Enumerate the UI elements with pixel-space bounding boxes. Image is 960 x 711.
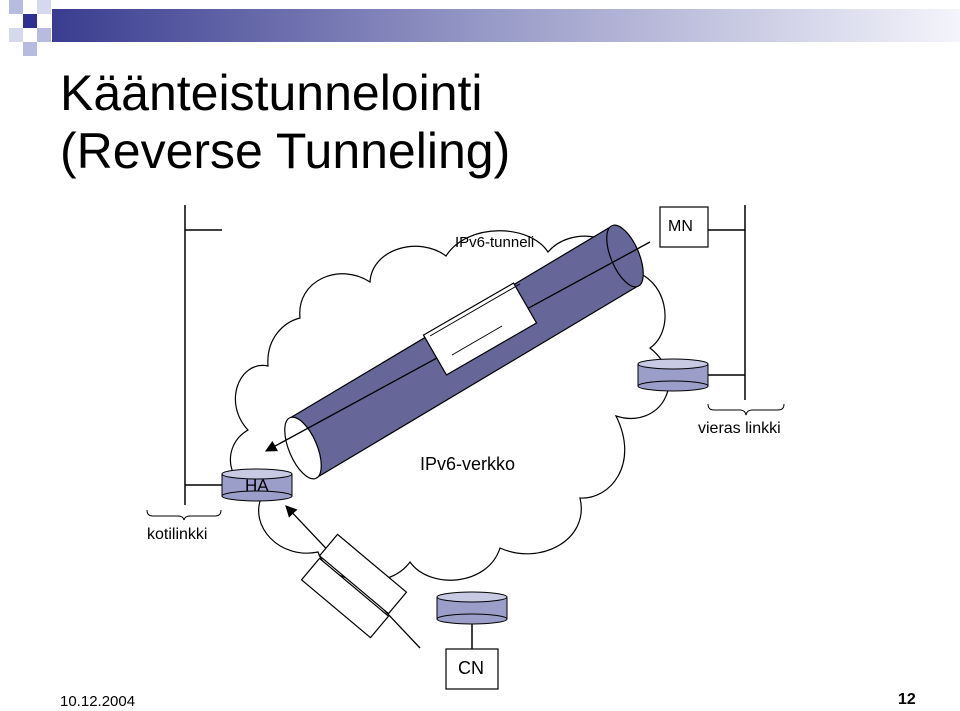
title-line-1: Käänteistunnelointi [60,65,483,121]
corner-decoration [9,0,51,56]
foreign-router [637,358,709,392]
ha-cn-packet-bottom [300,557,390,639]
foreign-link-label: vieras linkki [698,420,781,437]
title-bar-gradient [52,9,960,42]
home-link-brace [146,509,222,521]
mobile-node-box [659,206,709,248]
tunnel-label: IPv6-tunneli [455,234,535,251]
slide-date: 10.12.2004 [60,693,136,710]
correspondent-node-label: CN [458,658,484,678]
foreign-link-brace [707,403,785,416]
correspondent-router [436,591,508,625]
tunnel-packet-divider [429,283,521,337]
home-agent-label: HA [245,476,269,495]
home-link-label: kotilinkki [147,526,208,543]
slide-title: Käänteistunnelointi (Reverse Tunneling) [60,64,510,180]
mobile-node-label: MN [668,218,693,235]
network-label: IPv6-verkko [420,454,516,474]
ha-cn-packet-top [318,533,408,615]
tunnel-packet-outer [422,282,538,376]
title-line-2: (Reverse Tunneling) [60,123,511,179]
home-agent-router [221,468,293,502]
tunnel-packet-inner [451,325,503,356]
correspondent-node-box [445,648,499,690]
ipv6-tunnel [264,224,651,480]
slide-page-number: 12 [898,691,916,708]
tunnel-front-end [284,416,322,480]
